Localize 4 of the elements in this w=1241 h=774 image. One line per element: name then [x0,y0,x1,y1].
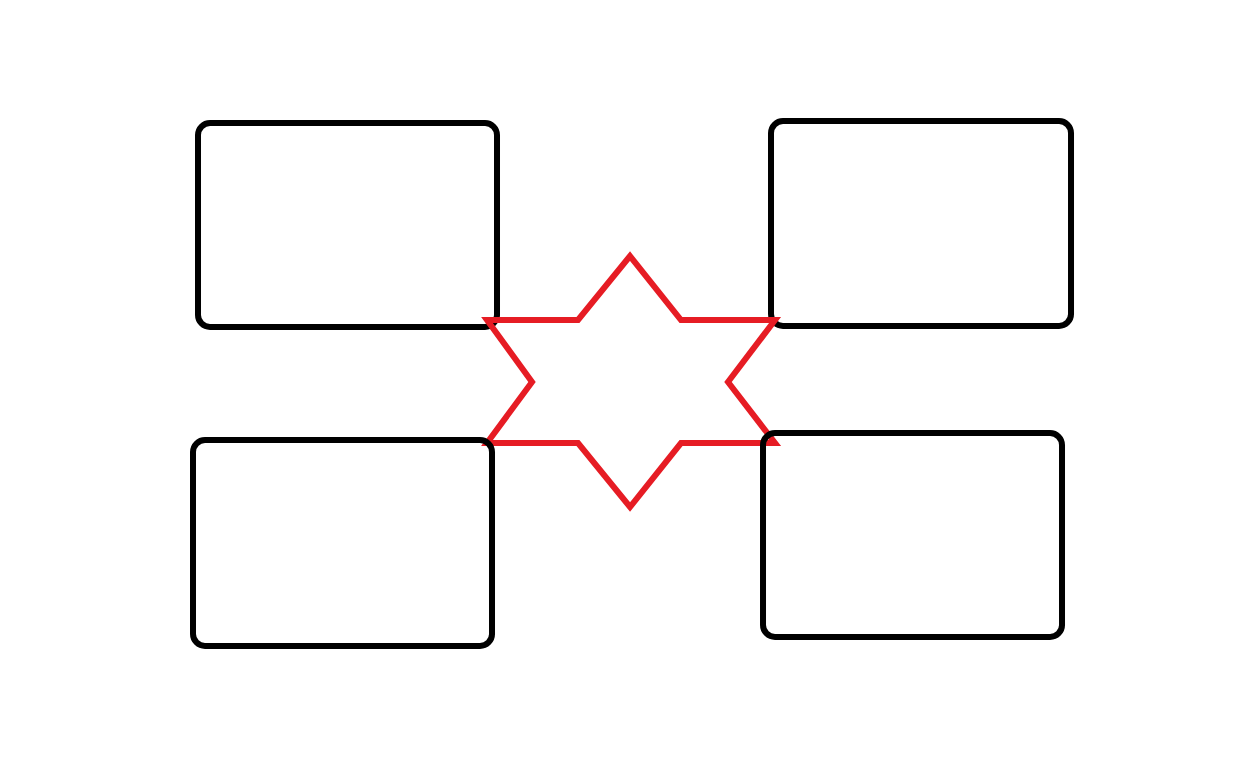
rounded-box [195,120,500,330]
rounded-box [760,430,1065,640]
rounded-box [190,437,495,649]
rounded-box [768,118,1074,329]
